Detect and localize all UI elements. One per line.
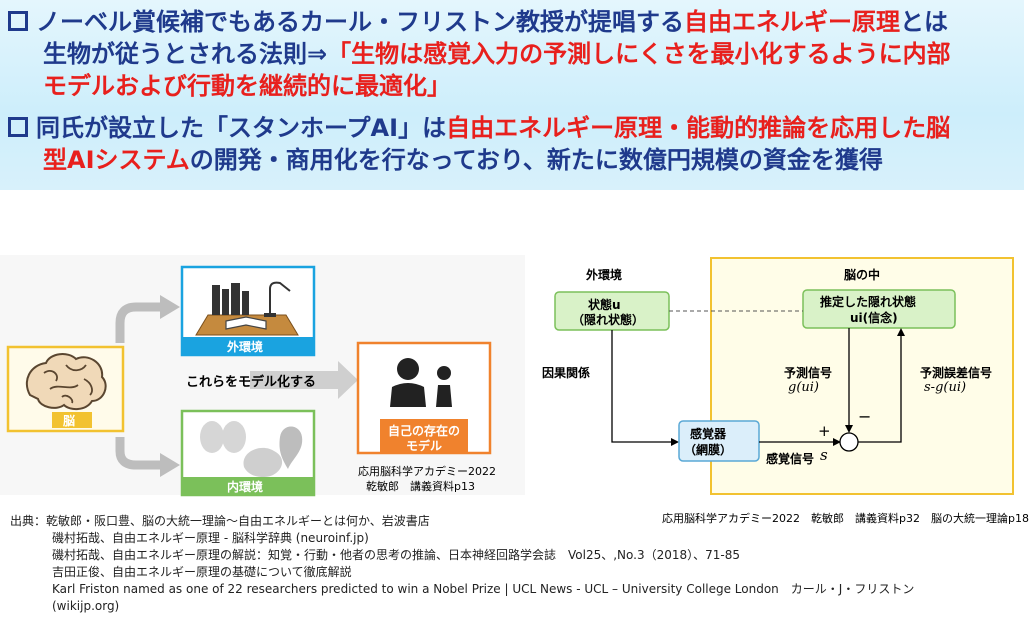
desk-books-icon <box>195 281 299 336</box>
causal-label: 因果関係 <box>542 366 591 380</box>
bullet-stanhope-ai: 同氏が設立した「スタンホープAI」は自由エネルギー原理・能動的推論を応用した脳 … <box>8 112 950 176</box>
header-banner: ノーベル賞候補でもあるカール・フリストン教授が提唱する自由エネルギー原理とは 生… <box>0 0 1024 190</box>
error-signal-label: 予測誤差信号 <box>920 366 993 380</box>
minus-sign: − <box>858 407 872 426</box>
plus-sign: + <box>818 422 831 440</box>
model-text: これらをモデル化する <box>186 375 317 390</box>
outer-env-label-bg <box>182 337 314 355</box>
free-energy-diagram <box>535 255 1019 497</box>
estimated-state-node <box>802 289 956 329</box>
citation-line6: (wikijp.org) <box>52 599 120 613</box>
checkbox-bullet-icon <box>8 11 28 31</box>
model-arrow-body <box>250 371 340 389</box>
sensor-line1: 感覚器 <box>690 427 727 441</box>
sensor-node <box>678 420 760 462</box>
sensory-signal-label: 感覚信号 <box>766 452 815 466</box>
sensory-symbol: s <box>820 446 828 464</box>
prediction-signal-label: 予測信号 <box>784 366 833 380</box>
comparator-circle <box>839 432 859 452</box>
bullet2-line2-a: 型AIシステム <box>43 146 190 174</box>
error-signal-arrow <box>858 336 902 443</box>
error-formula: s-g(ui) <box>924 380 967 395</box>
citation-line1: 出典：乾敏郎・阪口豊、脳の大統一理論～自由エネルギーとは何か、岩波書店 <box>10 514 430 528</box>
sensor-line2: （網膜） <box>684 443 733 457</box>
arrow-to-outer-env <box>115 302 162 343</box>
bullet2-line1-b: 自由エネルギー原理・能動的推論を応用した脳 <box>446 114 951 142</box>
bullet1-line1-a: ノーベル賞候補でもあるカール・フリストン教授が提唱する <box>36 8 684 36</box>
citation-line2: 磯村拓哉、自由エネルギー原理 - 脳科学辞典 (neuroinf.jp) <box>52 531 369 545</box>
citation-line3: 磯村拓哉、自由エネルギー原理の解説：知覚・行動・他者の思考の推論、日本神経回路学… <box>52 548 741 562</box>
estimated-line2: ui(信念) <box>850 311 898 325</box>
bullet1-line3: モデルおよび行動を継続的に最適化」 <box>43 72 451 100</box>
arrow-to-inner-env <box>115 437 162 470</box>
bullet-free-energy-principle: ノーベル賞候補でもあるカール・フリストン教授が提唱する自由エネルギー原理とは 生… <box>8 6 951 102</box>
brain-label: 脳 <box>63 414 76 428</box>
left-credit-line1: 応用脳科学アカデミー2022 <box>358 465 496 478</box>
bullet1-line1-b: 自由エネルギー原理 <box>684 8 900 36</box>
citation-line4: 吉田正俊、自由エネルギー原理の基礎について徹底解説 <box>52 565 352 579</box>
brain-inside-title: 脳の中 <box>844 268 881 282</box>
brain-icon <box>25 353 107 411</box>
self-model-diagram <box>6 265 492 497</box>
estimated-line1: 推定した隠れ状態 <box>820 295 917 309</box>
self-model-label-bg <box>380 419 468 453</box>
self-model-label-line1: 自己の存在の <box>388 424 461 438</box>
state-line1: 状態u <box>588 298 621 312</box>
outer-env-label: 外環境 <box>227 340 264 354</box>
bullet1-line1-c: とは <box>900 8 948 36</box>
bullet2-line2-b: の開発・商用化を行なっており、新たに数億円規模の資金を獲得 <box>189 146 883 174</box>
inner-env-label: 内環境 <box>227 480 264 494</box>
checkbox-bullet-icon <box>8 117 28 137</box>
left-credit-line2: 乾敏郎 講義資料p13 <box>366 480 475 493</box>
causal-arrow <box>611 330 671 443</box>
bullet1-line2-b: 「生物は感覚入力の予測しにくさを最小化するように内部 <box>327 40 951 68</box>
state-line2: （隠れ状態） <box>572 313 645 327</box>
self-model-label-line2: モデル <box>406 439 443 453</box>
right-credit: 応用脳科学アカデミー2022 乾敏郎 講義資料p32 脳の大統一理論p18 <box>662 512 1029 525</box>
bullet1-line2-a: 生物が従うとされる法則⇒ <box>43 40 328 68</box>
citation-line5: Karl Friston named as one of 22 research… <box>52 582 915 596</box>
prediction-formula: g(ui) <box>788 380 819 395</box>
bullet2-line1-a: 同氏が設立した「スタンホープAI」は <box>36 114 447 142</box>
model-arrow-head <box>338 361 358 399</box>
outer-env-title: 外環境 <box>586 268 623 282</box>
citations: 出典：乾敏郎・阪口豊、脳の大統一理論～自由エネルギーとは何か、岩波書店 磯村拓哉… <box>10 513 914 615</box>
people-icon <box>390 358 452 407</box>
inner-env-label-bg <box>182 477 314 495</box>
organs-icon <box>200 421 303 477</box>
brain-label-bg <box>52 412 92 428</box>
